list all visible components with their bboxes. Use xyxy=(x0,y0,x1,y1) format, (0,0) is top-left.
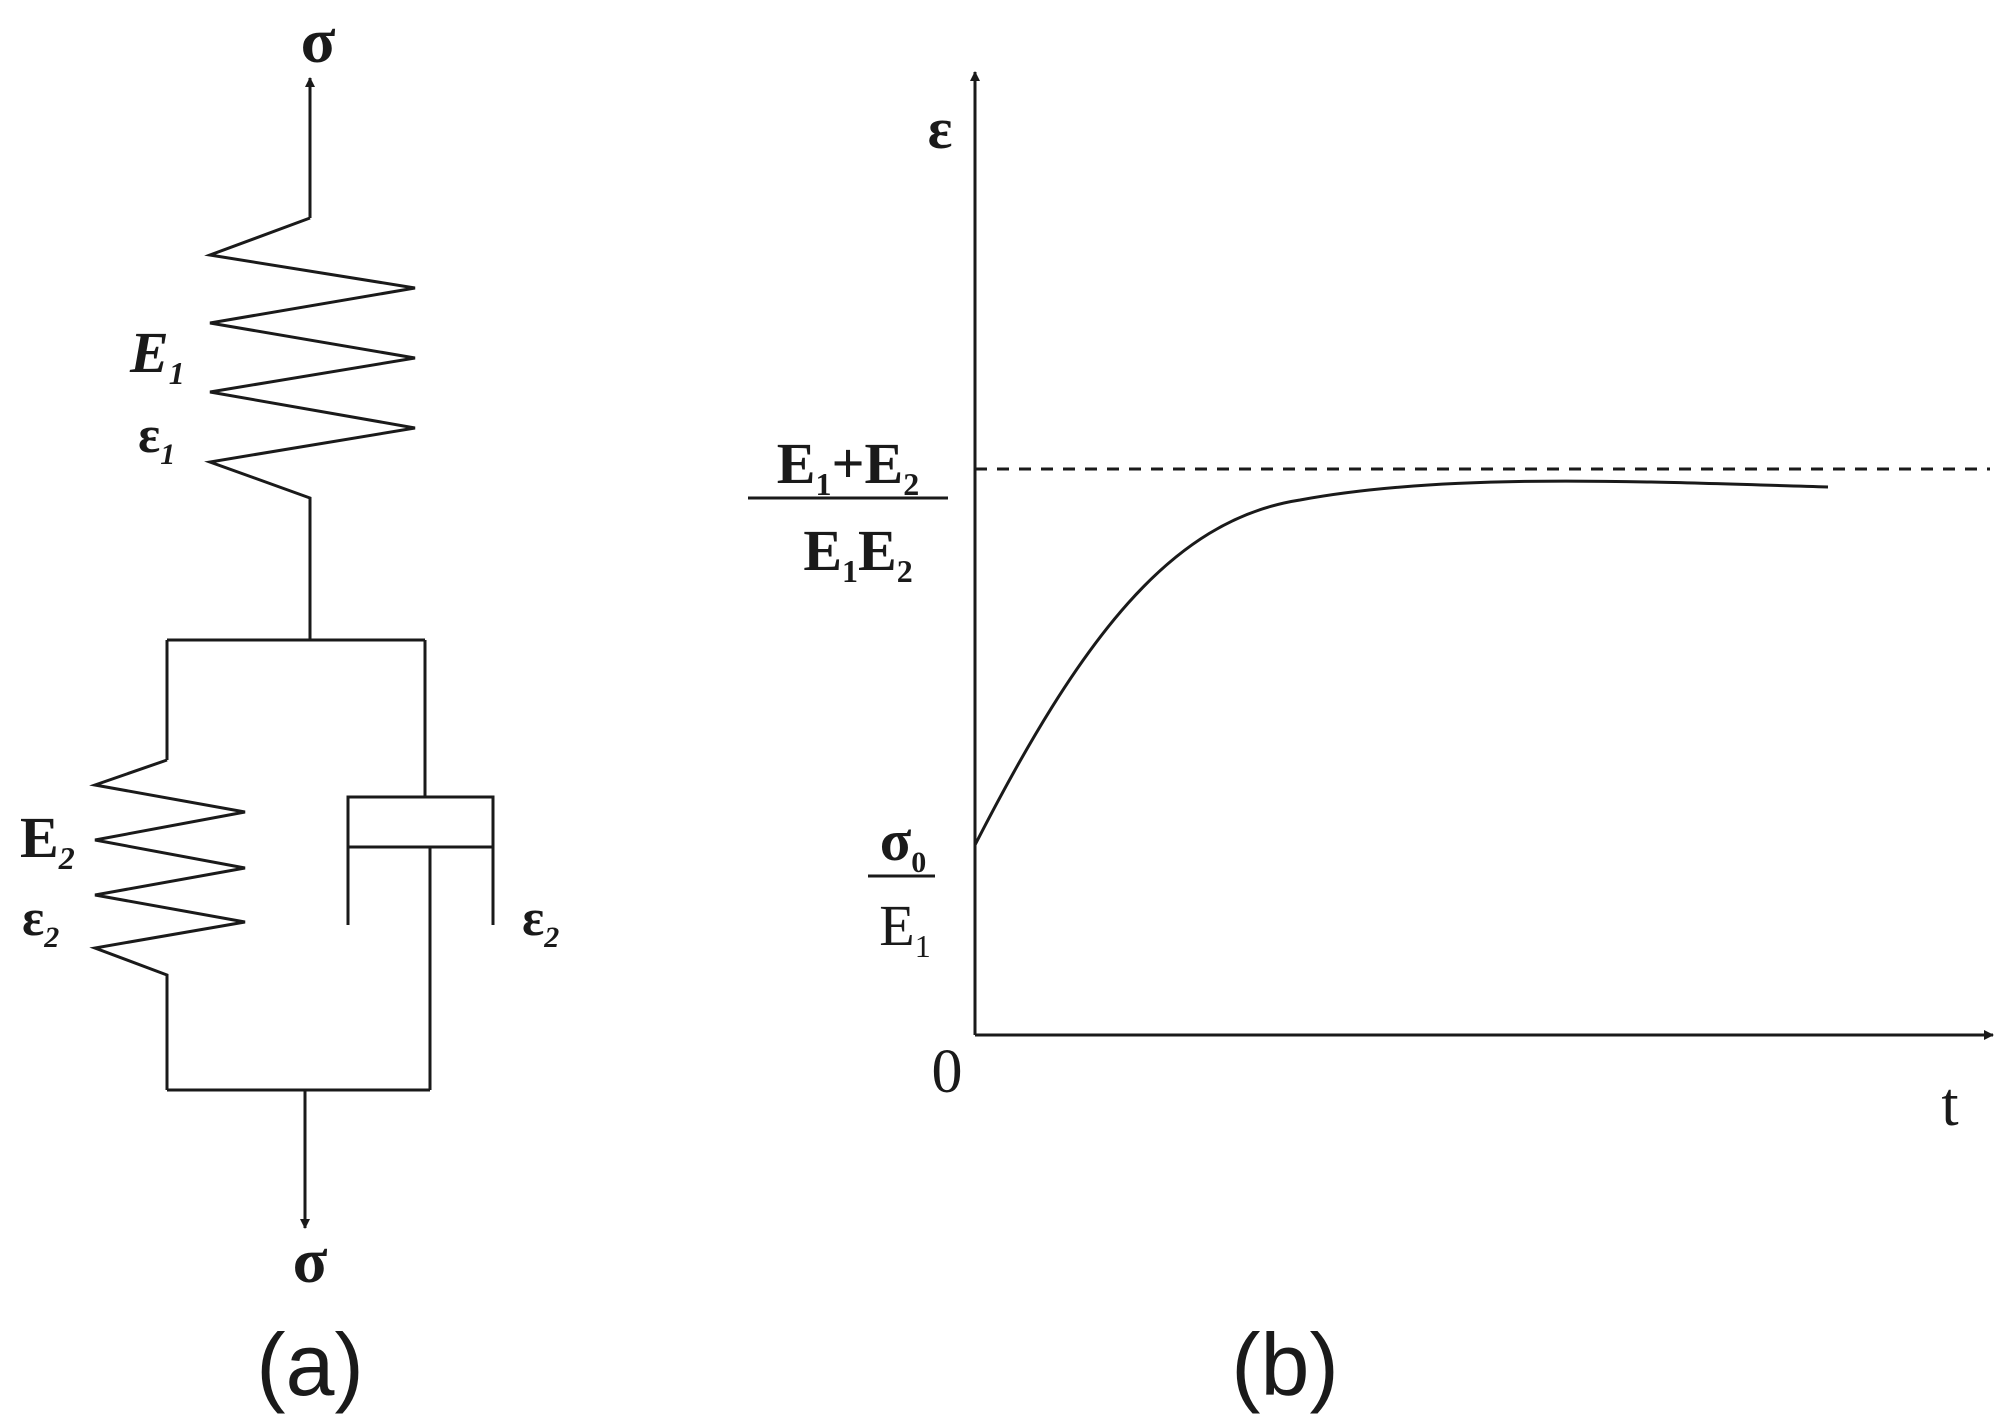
panel-a-caption: (a) xyxy=(256,1315,364,1414)
spring1-modulus-label: E1 xyxy=(129,320,185,391)
intercept-label: σ0 E1 xyxy=(868,808,935,964)
spring-e2 xyxy=(89,758,246,1090)
spring-e1 xyxy=(204,216,416,640)
creep-curve xyxy=(973,479,1829,846)
panel-a-model xyxy=(89,77,495,1229)
asymptote-numerator: E1+E2 xyxy=(777,431,919,502)
spring2-strain-label: ε2 xyxy=(22,890,59,954)
intercept-numerator: σ0 xyxy=(880,808,927,879)
dashpot-strain-label: ε2 xyxy=(522,890,559,954)
asymptote-label: E1+E2 E1E2 xyxy=(748,431,948,589)
asymptote-denominator: E1E2 xyxy=(803,518,912,589)
x-axis-label: t xyxy=(1941,1071,1958,1139)
spring1-strain-label: ε1 xyxy=(138,407,175,471)
stress-bottom-label: σ xyxy=(293,1225,328,1296)
stress-top-label: σ xyxy=(301,5,336,76)
panel-b-graph xyxy=(970,71,1994,1040)
intercept-denominator: E1 xyxy=(879,893,930,964)
origin-label: 0 xyxy=(932,1038,963,1106)
dashpot-piston xyxy=(346,795,495,849)
spring2-modulus-label: E2 xyxy=(20,805,75,876)
panel-b-caption: (b) xyxy=(1231,1315,1339,1414)
y-axis-label: ε xyxy=(928,96,953,161)
